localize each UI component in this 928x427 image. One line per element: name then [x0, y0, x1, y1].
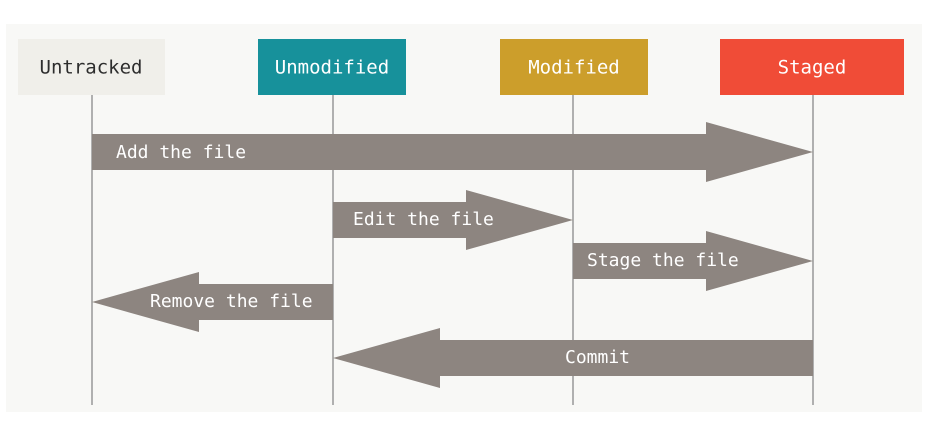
arrow-remove-the-file: Remove the file — [92, 272, 333, 332]
arrow-add-the-file: Add the file — [92, 122, 813, 182]
state-untracked: Untracked — [18, 39, 165, 95]
arrow-shape-edit — [333, 190, 573, 250]
state-label-unmodified: Unmodified — [275, 57, 389, 79]
arrow-shape-commit — [333, 328, 813, 388]
arrow-label-remove: Remove the file — [150, 291, 313, 312]
arrow-label-add: Add the file — [116, 142, 246, 163]
state-label-modified: Modified — [528, 57, 620, 79]
arrow-commit: Commit — [333, 328, 813, 388]
arrow-shape-remove — [92, 272, 333, 332]
state-modified: Modified — [500, 39, 648, 95]
state-box-unmodified — [258, 39, 406, 95]
state-box-modified — [500, 39, 648, 95]
arrow-stage-the-file: Stage the file — [573, 231, 813, 291]
state-unmodified: Unmodified — [258, 39, 406, 95]
state-staged: Staged — [720, 39, 904, 95]
state-label-untracked: Untracked — [40, 57, 143, 79]
arrow-edit-the-file: Edit the file — [333, 190, 573, 250]
state-box-untracked — [18, 39, 165, 95]
state-box-staged — [720, 39, 904, 95]
arrow-label-commit: Commit — [565, 347, 630, 368]
arrow-label-stage: Stage the file — [587, 250, 739, 271]
state-label-staged: Staged — [778, 57, 847, 79]
arrow-shape-add — [92, 122, 813, 182]
arrow-shape-stage — [573, 231, 813, 291]
arrow-label-edit: Edit the file — [353, 209, 494, 230]
